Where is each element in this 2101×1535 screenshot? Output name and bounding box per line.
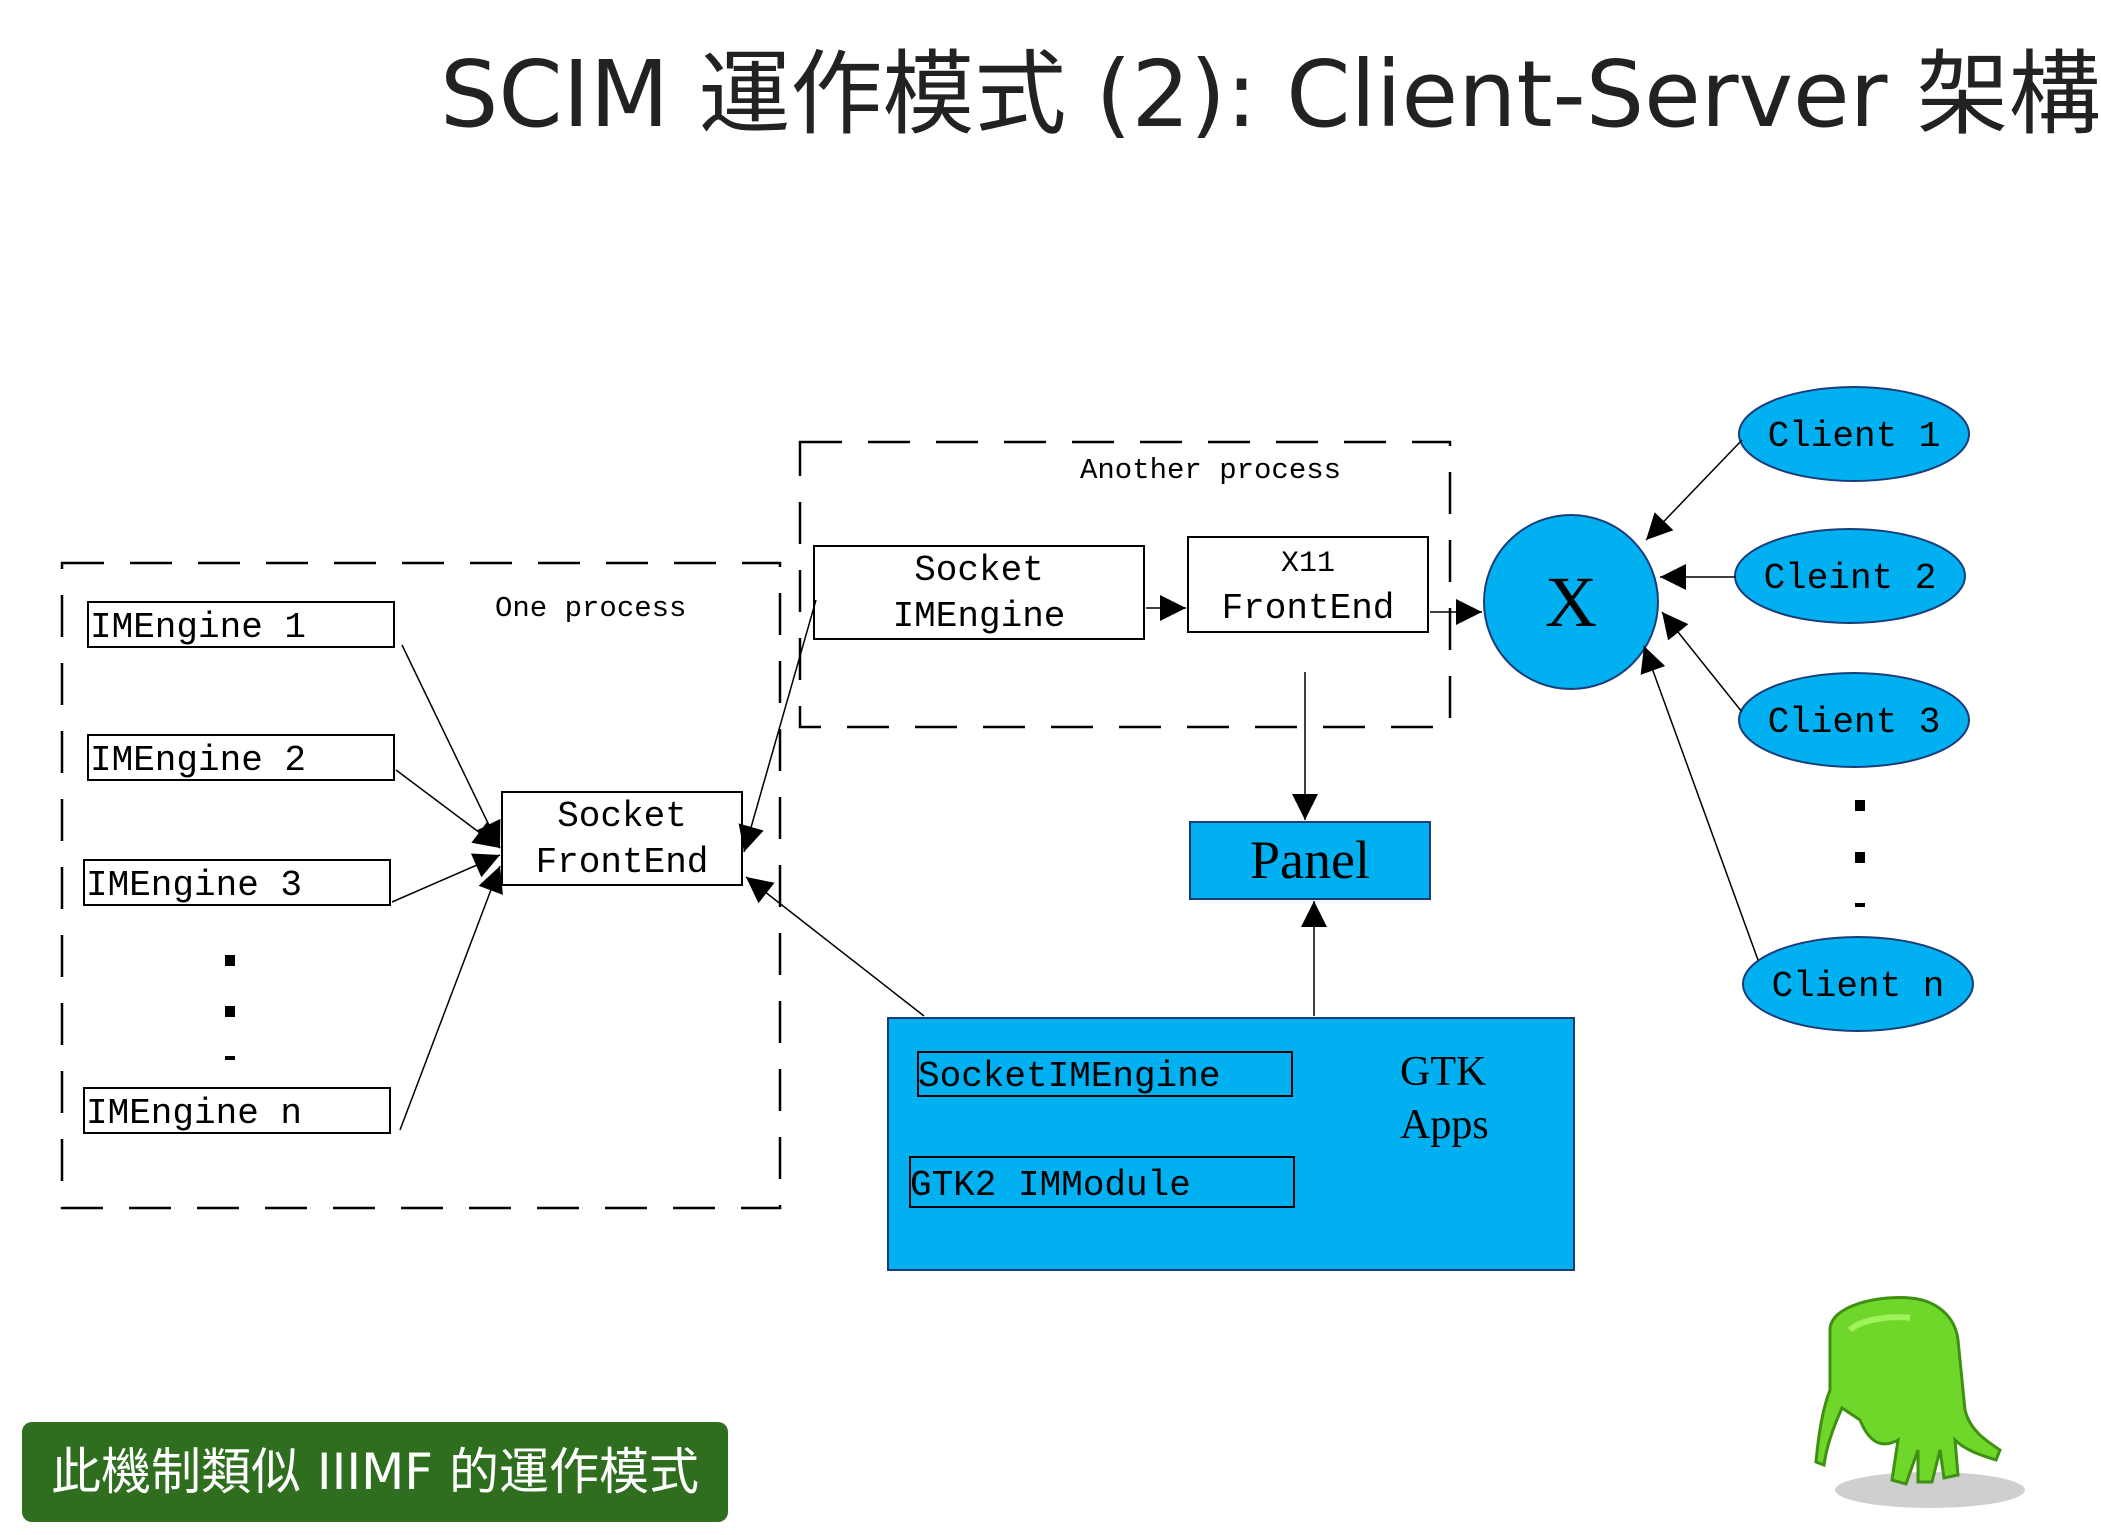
one-process-region: [60, 561, 782, 1210]
gtk-apps-label-1: GTK: [1400, 1049, 1486, 1095]
client-3-label: Client 3: [1768, 702, 1941, 743]
client-n-label: Client n: [1772, 966, 1945, 1007]
architecture-diagram: One process Another process IMEngine 1 I…: [60, 386, 1974, 1271]
panel-box: Panel: [1189, 821, 1431, 900]
page-title: SCIM 運作模式 (2): Client-Server 架構: [440, 41, 2101, 148]
x-server-label: X: [1545, 562, 1597, 642]
client-2-node: Cleint 2: [1734, 528, 1966, 624]
note-banner: 此機制類似 IIIMF 的運作模式: [22, 1422, 728, 1522]
arrow-imenginen-to-socket-frontend: [399, 865, 503, 1131]
gtk-apps-label-2: Apps: [1400, 1102, 1489, 1148]
gtk-socket-imengine-box: [917, 1051, 1293, 1097]
socket-frontend-box: Socket FrontEnd: [501, 791, 743, 886]
socket-frontend-label-1: Socket: [557, 796, 687, 837]
imengine-n-label: IMEngine n: [86, 1093, 302, 1134]
socket-imengine-label-1: Socket: [914, 550, 1044, 591]
arrow-clientn-to-x: [1640, 645, 1759, 961]
imengine-1-label: IMEngine 1: [90, 607, 306, 648]
imengine-3-box: IMEngine 3: [83, 859, 391, 906]
arrow-client3-to-x: [1661, 611, 1743, 713]
client-n-node: Client n: [1742, 936, 1974, 1032]
socket-imengine-box: Socket IMEngine: [813, 545, 1145, 640]
imengine-1-box: IMEngine 1: [87, 601, 395, 648]
socket-frontend-label-2: FrontEnd: [536, 842, 709, 883]
client-1-label: Client 1: [1768, 416, 1941, 457]
x11-frontend-box: X11 FrontEnd: [1187, 536, 1429, 633]
arrow-imengine3-to-socket-frontend: [391, 853, 501, 903]
gtk-apps-box: SocketIMEngine GTK2 IMModule GTK Apps: [887, 1017, 1575, 1271]
another-process-region: [798, 440, 1452, 729]
imengine-n-box: IMEngine n: [83, 1087, 391, 1134]
slide: SCIM 運作模式 (2): Client-Server 架構 One proc…: [22, 41, 2101, 1522]
gtk2-immodule-label: GTK2 IMModule: [910, 1165, 1191, 1206]
arrow-gtk-apps-to-socket-frontend: [745, 876, 925, 1017]
gtk-socket-imengine-label: SocketIMEngine: [918, 1056, 1220, 1097]
panel-label: Panel: [1250, 830, 1370, 890]
x-server-node: X: [1483, 514, 1659, 690]
imengine-2-label: IMEngine 2: [90, 740, 306, 781]
imengine-2-box: IMEngine 2: [87, 734, 395, 781]
gtk2-immodule-box: [909, 1156, 1295, 1208]
another-process-label: Another process: [1080, 454, 1341, 487]
arrow-imengine2-to-socket-frontend: [395, 769, 501, 849]
arrow-client1-to-x: [1645, 439, 1743, 541]
client-3-node: Client 3: [1738, 672, 1970, 768]
imengine-3-label: IMEngine 3: [86, 865, 302, 906]
green-hand-mascot-icon: [1814, 1296, 2025, 1508]
client-1-node: Client 1: [1738, 386, 1970, 482]
client-ellipsis: [1855, 800, 1865, 907]
arrow-socket-imengine-to-socket-frontend: [738, 599, 817, 853]
x11-frontend-label-1: X11: [1281, 547, 1335, 581]
socket-imengine-label-2: IMEngine: [893, 596, 1066, 637]
arrow-imengine1-to-socket-frontend: [401, 644, 501, 849]
client-2-label: Cleint 2: [1764, 558, 1937, 599]
one-process-label: One process: [495, 592, 686, 625]
imengine-ellipsis: [225, 955, 235, 1060]
x11-frontend-label-2: FrontEnd: [1222, 588, 1395, 629]
